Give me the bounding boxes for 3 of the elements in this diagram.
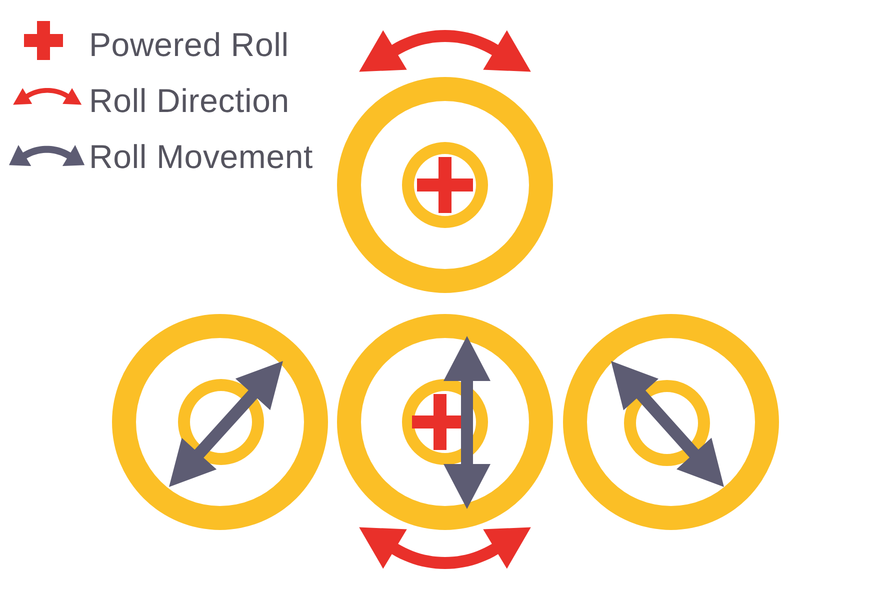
legend-label: Powered Roll [89, 24, 289, 65]
legend-label: Roll Direction [89, 80, 290, 121]
legend-label: Roll Movement [89, 136, 313, 177]
